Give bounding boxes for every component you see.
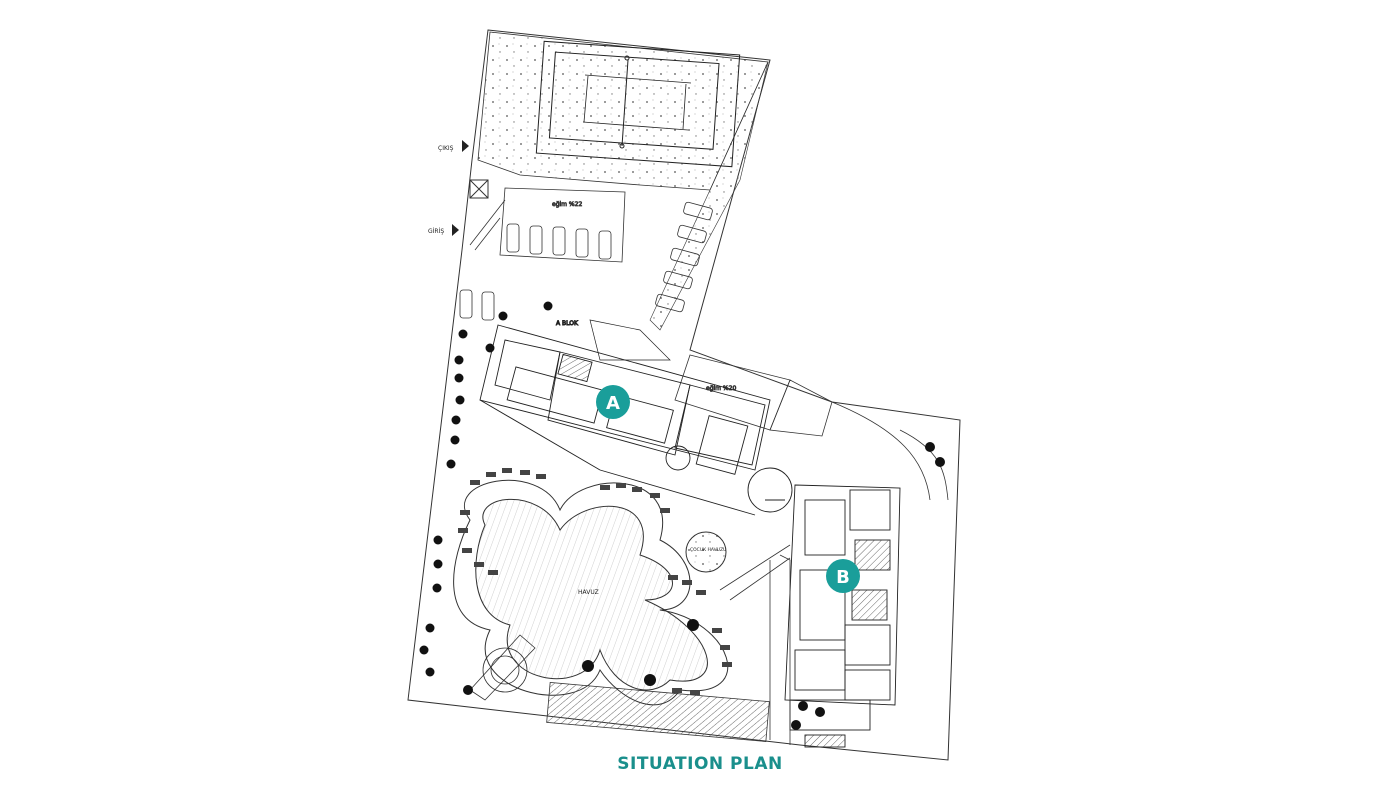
pool-label: HAVUZ — [578, 589, 599, 596]
block-marker-label: A BLOK — [556, 320, 579, 327]
parked-cars-right — [655, 201, 713, 313]
entrance-marker: GİRİŞ — [428, 224, 459, 236]
block-a-building: A BLOK — [479, 319, 771, 516]
ramp-to-garage: eğim %20 — [674, 354, 833, 437]
pool-water — [475, 498, 708, 691]
upper-parking: eğim %22 — [469, 187, 626, 263]
bottom-wall — [546, 682, 770, 742]
tennis-court — [535, 40, 741, 168]
gate-booth — [469, 179, 489, 199]
parked-cars-left — [459, 289, 495, 321]
block-b-badge: B — [826, 559, 860, 593]
kids-pool: ÇOCUK HAVUZU — [685, 531, 727, 573]
block-b-building — [747, 467, 901, 748]
exit-marker: ÇIKIŞ — [438, 140, 469, 152]
deck-path — [469, 634, 536, 701]
landscape-strip-right — [649, 61, 769, 331]
ramp-label-top: eğim %22 — [552, 201, 582, 208]
plan-caption: SITUATION PLAN — [617, 754, 783, 774]
entrance-label: GİRİŞ — [428, 228, 444, 235]
block-a-letter: A — [606, 393, 620, 414]
trees — [419, 301, 945, 730]
ramp-label-mid: eğim %20 — [706, 385, 736, 392]
block-a-badge: A — [596, 385, 630, 419]
pool: HAVUZ — [453, 479, 729, 706]
sunbeds — [458, 468, 732, 695]
kids-pool-label: ÇOCUK HAVUZU — [690, 547, 726, 553]
parked-cars-upper — [506, 223, 612, 260]
exit-label: ÇIKIŞ — [438, 145, 454, 152]
block-b-letter: B — [836, 567, 850, 588]
site-boundary — [407, 29, 961, 761]
